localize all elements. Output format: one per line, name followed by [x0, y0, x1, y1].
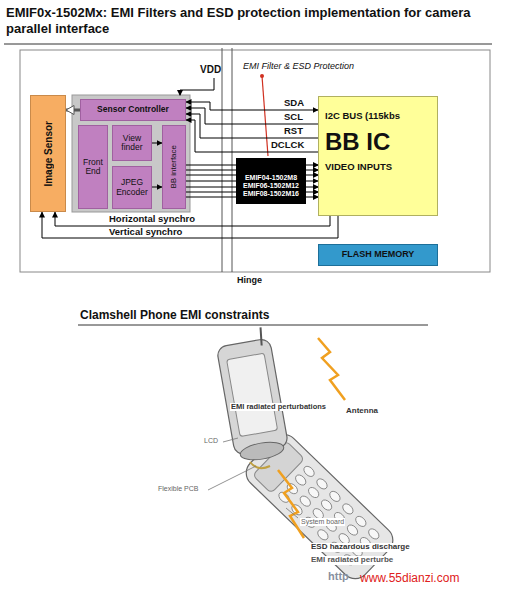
part-label: LCD: [204, 437, 218, 445]
filter-chip: EMIF04-1502M8EMIF06-1502M12EMIF08-1502M1…: [236, 158, 306, 204]
part-label: Antenna: [346, 407, 378, 416]
vdd-wire: [180, 78, 214, 95]
node-text: VIDEO INPUTS: [325, 162, 392, 172]
subheading-rule: [78, 325, 428, 326]
system-frame: [20, 50, 490, 272]
node-text: EMIF06-1502M12: [243, 182, 299, 190]
part-label: System board: [300, 518, 345, 526]
node-text: I2C BUS (115kbs: [325, 111, 400, 121]
node-text: Sensor Controller: [97, 105, 169, 114]
connector: [42, 212, 338, 238]
leader-line: [262, 76, 268, 156]
esd-zigzag: [278, 470, 304, 538]
node-text: Image Sensor: [43, 121, 54, 187]
part-label: Flexible PCB: [158, 485, 198, 493]
signal-label: RST: [283, 126, 304, 136]
hinge-label: Hinge: [237, 276, 262, 286]
connector: [186, 120, 318, 152]
block-box: JPEG Encoder: [112, 166, 152, 209]
node-text: Front End: [81, 158, 105, 177]
signal-label: SDA: [283, 98, 305, 108]
leader-lines: [208, 438, 298, 518]
signal-label: Vertical synchro: [108, 227, 183, 237]
baseband-box: I2C BUS (115kbs BB IC VIDEO INPUTS: [318, 96, 438, 216]
connector: [306, 181, 318, 182]
emi-zigzag: [318, 338, 345, 400]
connector: [152, 187, 162, 188]
node-text: BB IC: [325, 129, 390, 155]
signal-label: Horizontal synchro: [108, 214, 196, 224]
controller-box: Sensor Controller: [80, 99, 186, 121]
node-text: FLASH MEMORY: [342, 250, 415, 260]
phone-hinge: [239, 439, 285, 462]
memory-box: FLASH MEMORY: [318, 244, 438, 266]
diagram-title: EMIF0x-1502Mx: EMI Filters and ESD prote…: [6, 5, 496, 38]
node-text: EMIF04-1502M8: [245, 174, 297, 182]
watermark: www.55dianzi.com: [360, 572, 459, 585]
block-box: Front End: [78, 125, 108, 209]
block-box: View finder: [112, 125, 152, 161]
part-label: EMI radiated perturbe: [310, 556, 394, 565]
node-text: View finder: [115, 134, 149, 153]
watermark: http: [328, 570, 349, 582]
camera-module: [72, 95, 190, 212]
section-heading: Clamshell Phone EMI constraints: [80, 309, 269, 322]
node-text: JPEG Encoder: [115, 178, 149, 197]
sensor-box: Image Sensor: [30, 95, 66, 212]
connector: [66, 109, 80, 112]
part-label: ESD hazardous discharge: [310, 543, 411, 552]
interface-box: BB interface: [162, 125, 186, 209]
connector: [55, 212, 330, 226]
signal-label: DCLCK: [270, 140, 305, 150]
node-text: EMIF08-1502M16: [243, 190, 299, 198]
part-label: EMI radiated perturbations: [230, 403, 327, 411]
supply-label: VDD: [200, 64, 221, 75]
phone-lid: [214, 326, 288, 456]
callout-label: EMI Filter & ESD Protection: [243, 62, 354, 72]
connector: [186, 108, 318, 124]
connector: [152, 143, 162, 144]
connector: [186, 181, 236, 182]
signal-label: SCL: [283, 112, 304, 122]
title-rule: [4, 44, 492, 45]
leader-dot: [260, 74, 264, 78]
node-text: BB interface: [170, 145, 179, 189]
